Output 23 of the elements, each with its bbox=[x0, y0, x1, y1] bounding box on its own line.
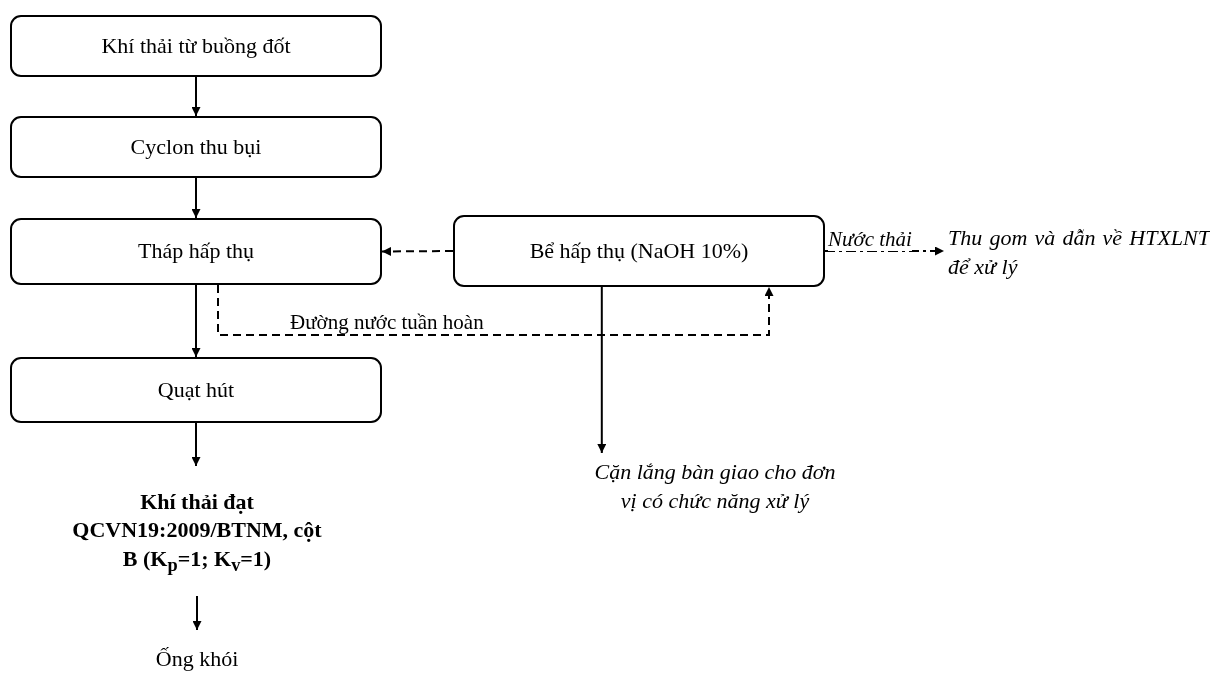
arrow bbox=[381, 246, 454, 256]
process-box bbox=[10, 357, 382, 423]
box-label: Tháp hấp thụ bbox=[137, 237, 255, 266]
process-box bbox=[10, 116, 382, 178]
box-label: Cyclon thu bụi bbox=[130, 132, 262, 161]
arrow bbox=[191, 422, 201, 467]
process-box bbox=[453, 215, 825, 287]
box-label: Quạt hút bbox=[157, 375, 235, 404]
arrow bbox=[597, 286, 607, 454]
box-label: Khí thải từ buồng đốt bbox=[101, 31, 291, 60]
arrow bbox=[191, 177, 201, 219]
arrow bbox=[192, 595, 202, 631]
output-text: Ống khói bbox=[155, 644, 239, 673]
box-label: Bể hấp thụ (NaOH 10%) bbox=[529, 236, 749, 265]
process-box bbox=[10, 218, 382, 285]
process-box bbox=[10, 15, 382, 77]
arrow bbox=[217, 284, 774, 336]
arrow bbox=[191, 284, 201, 358]
arrow bbox=[824, 246, 945, 256]
result-text: Khí thải đạt QCVN19:2009/BTNM, cột B (K$_{p}$=1; K$_{v}$=1) bbox=[72, 487, 322, 578]
edge-label: Đường nước tuần hoàn bbox=[290, 311, 484, 335]
output-note: Cặn lắng bàn giao cho đơn vị có chức năng xử lý bbox=[593, 458, 837, 515]
arrow bbox=[191, 76, 201, 117]
